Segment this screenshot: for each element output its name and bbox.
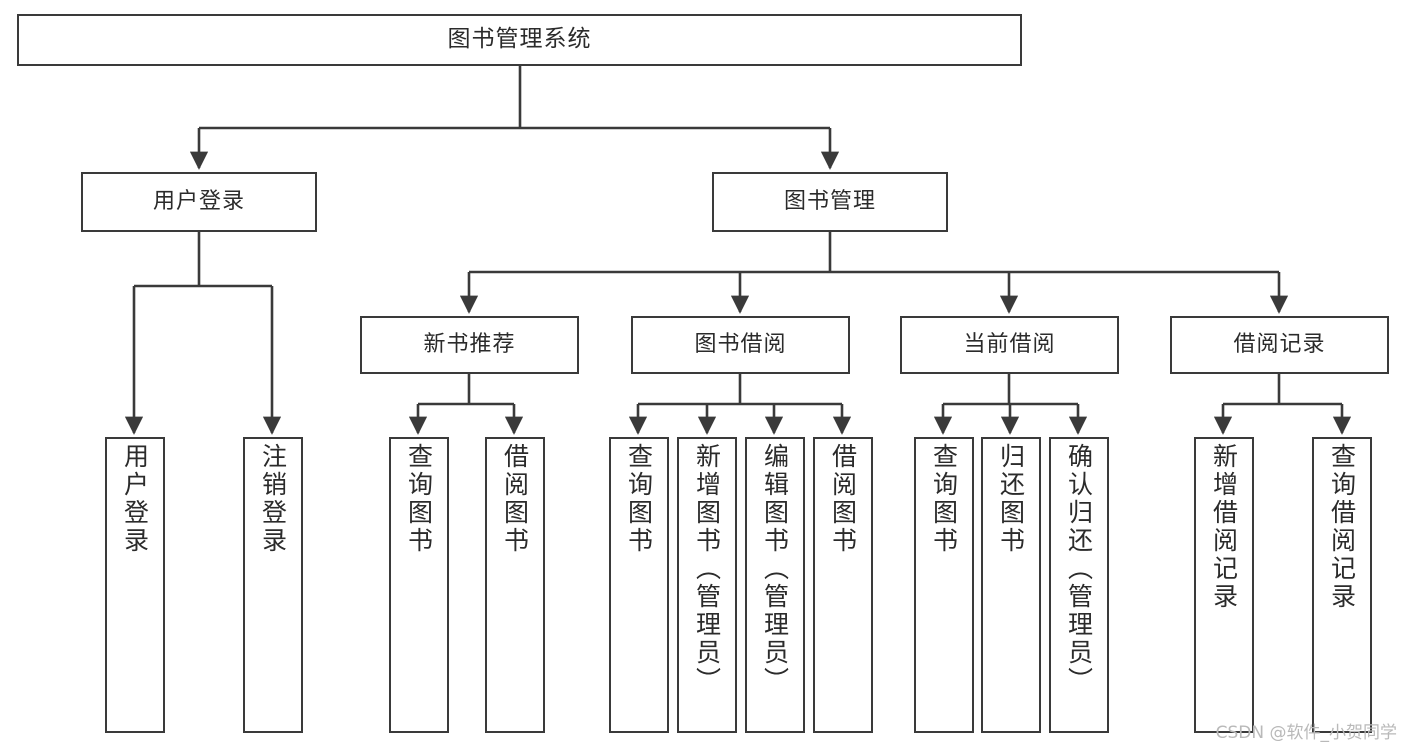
node-leaf-borrow-book-rec-label: 借阅图书 (500, 443, 530, 555)
node-root-label: 图书管理系统 (447, 26, 592, 53)
node-leaf-query-book-rec[interactable]: 查询图书 (389, 437, 449, 733)
node-leaf-add-record-label: 新增借阅记录 (1209, 443, 1239, 611)
node-leaf-query-book-bb[interactable]: 查询图书 (609, 437, 669, 733)
node-book-borrow-label: 图书借阅 (694, 331, 787, 357)
node-leaf-query-book-bb-label: 查询图书 (624, 443, 654, 555)
node-leaf-logout-label: 注销登录 (258, 443, 288, 555)
node-book-manage-label: 图书管理 (783, 188, 876, 214)
node-book-borrow[interactable]: 图书借阅 (631, 316, 850, 374)
node-leaf-borrow-book-rec[interactable]: 借阅图书 (485, 437, 545, 733)
node-leaf-logout[interactable]: 注销登录 (243, 437, 303, 733)
node-new-book-rec-label: 新书推荐 (423, 331, 516, 357)
node-leaf-return-book-label: 归还图书 (996, 443, 1026, 555)
node-new-book-rec[interactable]: 新书推荐 (360, 316, 579, 374)
node-leaf-borrow-book-bb[interactable]: 借阅图书 (813, 437, 873, 733)
node-current-borrow[interactable]: 当前借阅 (900, 316, 1119, 374)
node-borrow-record[interactable]: 借阅记录 (1170, 316, 1389, 374)
node-leaf-query-record-label: 查询借阅记录 (1327, 443, 1357, 611)
node-leaf-query-record[interactable]: 查询借阅记录 (1312, 437, 1372, 733)
node-root[interactable]: 图书管理系统 (17, 14, 1022, 66)
node-leaf-edit-book[interactable]: 编辑图书（管理员） (745, 437, 805, 733)
node-leaf-query-book-rec-label: 查询图书 (404, 443, 434, 555)
node-leaf-add-record[interactable]: 新增借阅记录 (1194, 437, 1254, 733)
node-leaf-return-book[interactable]: 归还图书 (981, 437, 1041, 733)
node-leaf-edit-book-label: 编辑图书（管理员） (760, 443, 790, 695)
node-leaf-confirm-return-label: 确认归还（管理员） (1064, 443, 1094, 695)
node-leaf-user-login[interactable]: 用户登录 (105, 437, 165, 733)
node-leaf-query-book-cb-label: 查询图书 (929, 443, 959, 555)
watermark: CSDN @软件_小贺同学 (1215, 723, 1397, 743)
node-leaf-borrow-book-bb-label: 借阅图书 (828, 443, 858, 555)
node-user-login[interactable]: 用户登录 (81, 172, 317, 232)
node-book-manage[interactable]: 图书管理 (712, 172, 948, 232)
node-borrow-record-label: 借阅记录 (1233, 331, 1326, 357)
node-leaf-query-book-cb[interactable]: 查询图书 (914, 437, 974, 733)
node-leaf-user-login-label: 用户登录 (120, 443, 150, 555)
node-user-login-label: 用户登录 (152, 188, 245, 214)
node-leaf-add-book[interactable]: 新增图书（管理员） (677, 437, 737, 733)
node-leaf-confirm-return[interactable]: 确认归还（管理员） (1049, 437, 1109, 733)
node-current-borrow-label: 当前借阅 (963, 331, 1056, 357)
node-leaf-add-book-label: 新增图书（管理员） (692, 443, 722, 695)
